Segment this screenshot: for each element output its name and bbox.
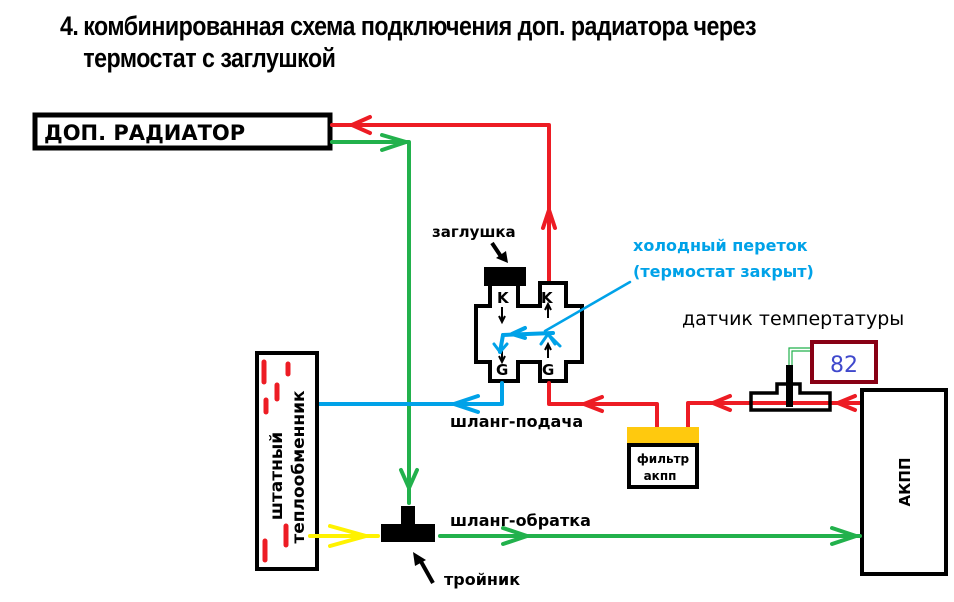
diagram-title: 4.комбинированная схема подключения доп.… <box>60 10 756 74</box>
radiator-return-line <box>330 133 419 505</box>
extra-radiator: ДОП. РАДИАТОР <box>32 112 333 151</box>
arrow-right-icon <box>830 526 858 546</box>
arrow-right-icon <box>380 133 408 152</box>
transmission: АКПП <box>860 388 948 576</box>
return-line-to-transmission <box>438 526 862 546</box>
transmission-label: АКПП <box>896 458 914 507</box>
cooler-dash-marks <box>261 359 291 563</box>
arrow-left-icon <box>582 395 604 413</box>
arrow-left-icon <box>350 115 372 135</box>
supply-hose-label: шланг-подача <box>450 412 583 431</box>
return-hose-label: шланг-обратка <box>450 511 591 530</box>
port-k-left: K <box>497 289 510 307</box>
thermostat: K K G G <box>474 267 584 383</box>
hot-line-from-transmission <box>547 381 862 429</box>
tee-pointer-arrow <box>413 552 435 584</box>
temperature-sensor <box>749 347 832 412</box>
stock-cooler: штатный теплообменник <box>255 351 319 571</box>
port-g-left: G <box>496 361 508 379</box>
port-k-right: K <box>541 289 554 307</box>
extra-radiator-label: ДОП. РАДИАТОР <box>44 121 245 145</box>
temperature-display: 82 <box>810 340 878 384</box>
arrow-right-icon <box>501 526 529 546</box>
filter-label-line1: фильтр <box>637 452 690 466</box>
port-g-right: G <box>542 361 554 379</box>
filter-label-line2: акпп <box>644 469 677 483</box>
plug-label: заглушка <box>432 223 516 241</box>
cooler-out-line <box>308 524 380 548</box>
cold-bypass-label-line1: холодный переток <box>633 236 808 255</box>
stock-cooler-label-line2: теплообменник <box>289 390 309 544</box>
tee-label: тройник <box>444 570 520 589</box>
hot-line-to-radiator <box>330 115 557 285</box>
arrow-left-icon <box>452 394 480 414</box>
temperature-reading: 82 <box>830 353 858 378</box>
arrow-down-icon <box>399 468 419 490</box>
title-line2: термостат с заглушкой <box>83 43 336 73</box>
cold-bypass-label-line2: (термостат закрыт) <box>633 262 814 281</box>
title-line1: комбинированная схема подключения доп. р… <box>83 11 756 41</box>
tee-fitting <box>381 506 435 542</box>
plug <box>484 267 526 286</box>
arrow-left-icon <box>836 394 857 412</box>
title-number: 4. <box>60 11 79 41</box>
supply-line-to-cooler <box>306 381 504 414</box>
cold-bypass-flow <box>492 280 632 354</box>
temp-sensor-label: датчик темпертатуры <box>682 308 904 330</box>
arrow-right-icon <box>328 524 368 548</box>
arrow-left-icon <box>711 394 732 412</box>
transmission-filter: фильтр акпп <box>627 427 699 489</box>
stock-cooler-label-line1: штатный <box>267 432 287 520</box>
plug-pointer-arrow <box>490 241 508 263</box>
arrow-up-icon <box>541 208 557 230</box>
